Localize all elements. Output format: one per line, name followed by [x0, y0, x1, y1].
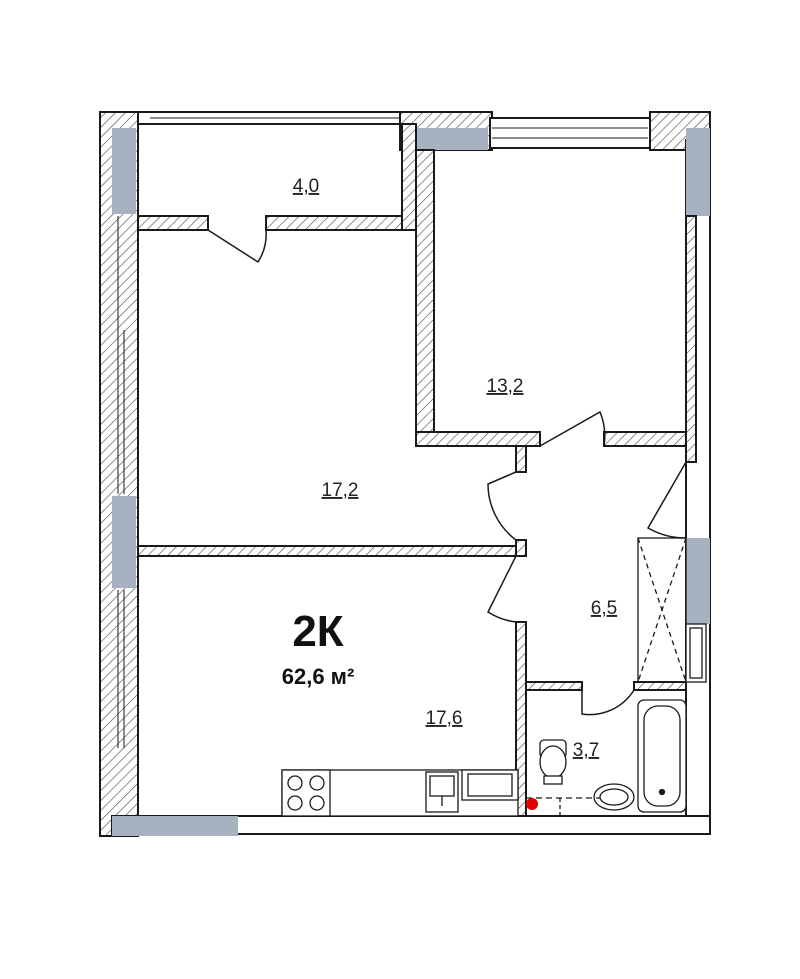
- riser-marker: [526, 798, 538, 810]
- toilet-icon: [539, 745, 567, 779]
- burner-icon: [287, 775, 303, 791]
- bathroom-top-wall-right: [633, 681, 687, 691]
- window-right-top: [686, 128, 710, 216]
- hall-wall-lower: [515, 621, 527, 817]
- hall-wall-upper: [515, 445, 527, 473]
- kitchen-door: [487, 555, 517, 623]
- bedroom-area-label: 13,2: [487, 376, 524, 397]
- hall-wall-middle: [515, 539, 527, 557]
- bedroom-bottom-wall-left: [415, 431, 541, 447]
- balcony-wall-right: [265, 215, 417, 231]
- burner-icon: [309, 795, 325, 811]
- burner-icon: [287, 795, 303, 811]
- left-exterior-wall: [99, 111, 139, 837]
- bathroom-door: [581, 689, 635, 716]
- room-divider-wall: [137, 545, 525, 557]
- balcony-area-label: 4,0: [293, 176, 319, 197]
- doors: [207, 229, 687, 716]
- window-bottom-left: [112, 816, 238, 836]
- living-room-door: [487, 471, 517, 541]
- top-window-frame: [489, 117, 651, 149]
- kitchen-counter: [281, 769, 519, 817]
- living-room-area-label: 17,2: [322, 480, 359, 501]
- window-top-middle: [412, 128, 488, 150]
- bedroom-left-wall: [415, 149, 435, 447]
- kitchen-area-label: 17,6: [426, 708, 463, 729]
- wardrobe-door: [646, 461, 687, 539]
- window-left-top: [112, 128, 136, 214]
- bedroom-door: [539, 410, 606, 447]
- bathroom-fixtures: [526, 699, 687, 816]
- window-right-middle: [686, 538, 710, 624]
- balcony-wall-vertical: [401, 123, 417, 231]
- windows: [112, 128, 710, 836]
- right-inner-wall: [685, 215, 697, 463]
- apartment-type-label: 2К: [292, 607, 343, 656]
- balcony-wall-left: [137, 215, 209, 231]
- bedroom-bottom-wall-right: [603, 431, 687, 447]
- labels: 4,0 13,2 17,2 6,5 17,6 3,7 2К 62,6 м²: [282, 176, 617, 761]
- window-left-middle: [112, 496, 136, 588]
- total-area-label: 62,6 м²: [282, 664, 355, 689]
- burner-icon: [309, 775, 325, 791]
- hallway-area-label: 6,5: [591, 598, 617, 619]
- stove: [281, 769, 331, 817]
- bathroom-area-label: 3,7: [573, 740, 599, 761]
- interior-walls: [137, 123, 697, 817]
- bathroom-top-wall-left: [525, 681, 583, 691]
- balcony-door: [207, 229, 267, 264]
- wardrobe: [637, 537, 707, 683]
